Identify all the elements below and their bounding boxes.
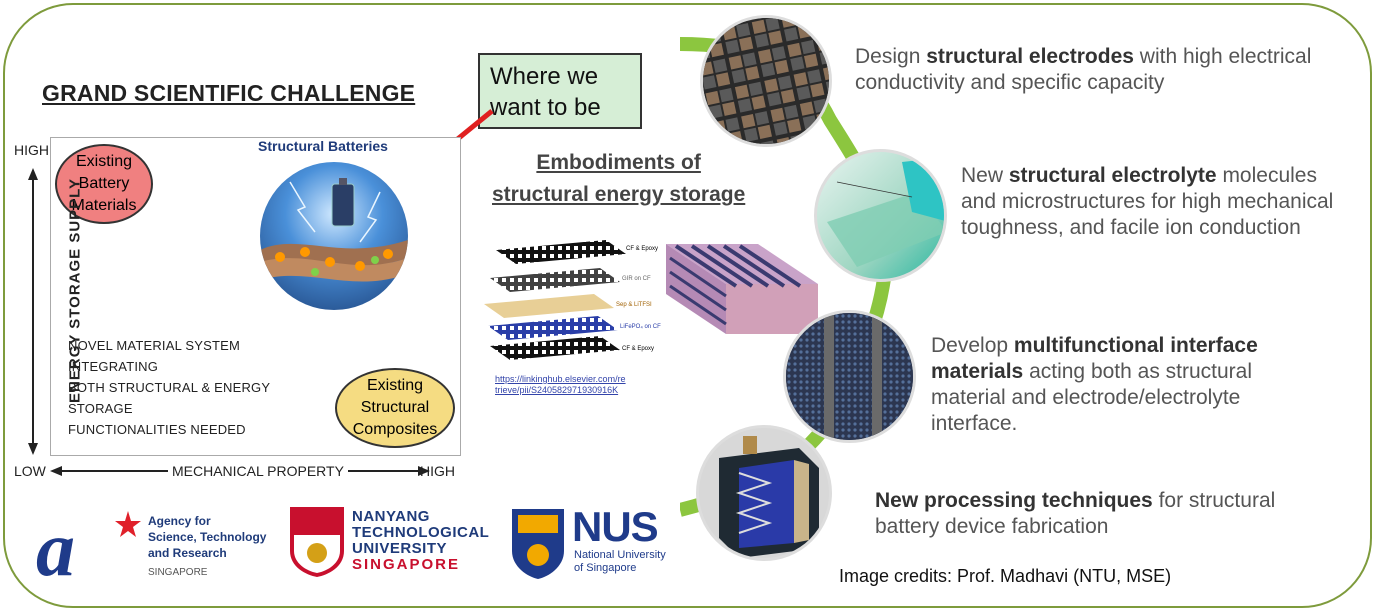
novel-line: NOVEL MATERIAL SYSTEM INTEGRATING bbox=[68, 338, 241, 374]
ntu-line: UNIVERSITY bbox=[352, 540, 448, 557]
callout-line-2: want to be bbox=[490, 94, 601, 121]
nus-crest-icon bbox=[512, 509, 564, 579]
bubble-line: Existing bbox=[366, 377, 423, 394]
processing-art bbox=[719, 436, 819, 558]
bubble-line: Materials bbox=[71, 197, 137, 214]
layer-label: CF & Epoxy bbox=[626, 246, 658, 252]
item-interface: Develop multifunctional interface materi… bbox=[931, 333, 1321, 437]
layered-battery-diagram: CF & Epoxy GIR on CF Sep & LiTFSI LiFePO… bbox=[484, 240, 661, 360]
item-text: with high electrical conductivity and sp… bbox=[855, 45, 1312, 94]
woven-fabric-art bbox=[703, 18, 829, 144]
interface-image bbox=[783, 310, 916, 443]
image-credits: Image credits: Prof. Madhavi (NTU, MSE) bbox=[839, 566, 1172, 586]
astar-line: Agency for bbox=[148, 514, 211, 528]
item-text: Develop bbox=[931, 334, 1014, 357]
reference-link[interactable]: https://linkinghub.elsevier.com/re triev… bbox=[495, 374, 635, 396]
bubble-line: Existing bbox=[75, 153, 133, 170]
ntu-logo: NANYANG TECHNOLOGICAL UNIVERSITY SINGAPO… bbox=[288, 505, 490, 580]
astar-line: SINGAPORE bbox=[148, 567, 208, 578]
existing-battery-bubble: Existing Battery Materials bbox=[55, 144, 153, 224]
item-text: New bbox=[961, 164, 1009, 187]
novel-material-text: NOVEL MATERIAL SYSTEM INTEGRATING BOTH S… bbox=[68, 335, 328, 440]
astar-logo: a Agency for Science, Technology and Res… bbox=[36, 503, 276, 583]
item-bold: New processing techniques bbox=[875, 489, 1153, 512]
item-text: acting both as structural material and e… bbox=[931, 360, 1253, 435]
novel-line: BOTH STRUCTURAL & ENERGY STORAGE bbox=[68, 380, 270, 416]
ntu-crest-icon bbox=[290, 507, 344, 577]
item-bold: structural electrolyte bbox=[1008, 164, 1217, 187]
page-title: GRAND SCIENTIFIC CHALLENGE bbox=[42, 80, 416, 106]
embodiments-line-1: Embodiments of bbox=[536, 151, 701, 174]
nus-line: National University bbox=[574, 549, 666, 561]
x-axis-label: MECHANICAL PROPERTY bbox=[168, 463, 348, 479]
electrode-image bbox=[700, 15, 832, 147]
item-text: molecules and microstructures for high m… bbox=[961, 164, 1334, 239]
nus-wordmark: NUS bbox=[572, 503, 659, 550]
link-line-1[interactable]: https://linkinghub.elsevier.com/re bbox=[495, 374, 626, 384]
layer-label: CF & Epoxy bbox=[622, 346, 654, 352]
layer-label: LiFePO₄ on CF bbox=[620, 324, 661, 330]
ntu-line: TECHNOLOGICAL bbox=[352, 524, 490, 541]
nus-logo: NUS National University of Singapore bbox=[510, 503, 690, 580]
layer-label: Sep & LiTFSI bbox=[616, 302, 652, 308]
nus-line: of Singapore bbox=[574, 562, 637, 574]
slide-frame bbox=[3, 3, 1372, 608]
astar-mark-icon: a bbox=[36, 505, 141, 583]
callout-line-1: Where we bbox=[490, 63, 599, 90]
ntu-line: SINGAPORE bbox=[352, 556, 461, 573]
structural-battery-image bbox=[260, 162, 408, 310]
plot-axes bbox=[28, 168, 430, 476]
structural-batteries-label: Structural Batteries bbox=[258, 138, 388, 154]
item-electrolyte: New structural electrolyte molecules and… bbox=[961, 163, 1341, 241]
x-low-label: LOW bbox=[14, 463, 46, 479]
ntu-line: NANYANG bbox=[352, 508, 430, 525]
existing-structural-bubble: Existing Structural Composites bbox=[335, 368, 455, 448]
bubble-line: Structural bbox=[360, 399, 430, 416]
item-text: for structural battery device fabricatio… bbox=[875, 489, 1276, 538]
woven-block-diagram bbox=[666, 244, 818, 334]
battery-art bbox=[260, 178, 408, 282]
svg-text:a: a bbox=[36, 505, 75, 583]
item-electrodes: Design structural electrodes with high e… bbox=[855, 44, 1335, 96]
y-axis-label: ENERGY STORAGE SUPPLY bbox=[66, 178, 84, 403]
item-text: Design bbox=[855, 45, 927, 68]
item-processing: New processing techniques for structural… bbox=[875, 488, 1345, 540]
interface-art bbox=[786, 313, 913, 440]
embodiments-heading: Embodiments of structural energy storage bbox=[492, 147, 745, 211]
astar-line: Science, Technology bbox=[148, 530, 267, 544]
processing-image bbox=[696, 425, 832, 561]
item-bold: multifunctional interface materials bbox=[931, 334, 1258, 383]
item-bold: structural electrodes bbox=[926, 45, 1134, 68]
embodiments-line-2: structural energy storage bbox=[492, 183, 746, 206]
layer-label: GIR on CF bbox=[622, 276, 651, 282]
electrolyte-art bbox=[827, 157, 944, 267]
bubble-line: Composites bbox=[352, 421, 438, 438]
novel-line: FUNCTIONALITIES NEEDED bbox=[68, 422, 246, 437]
where-we-want-callout: Where we want to be bbox=[478, 53, 642, 129]
bubble-line: Battery bbox=[78, 175, 130, 192]
y-high-label: HIGH bbox=[14, 142, 49, 158]
astar-line: and Research bbox=[148, 546, 227, 560]
link-line-2[interactable]: trieve/pii/S240582971930916K bbox=[495, 385, 619, 395]
electrolyte-image bbox=[814, 149, 947, 282]
x-high-label: HIGH bbox=[420, 463, 455, 479]
